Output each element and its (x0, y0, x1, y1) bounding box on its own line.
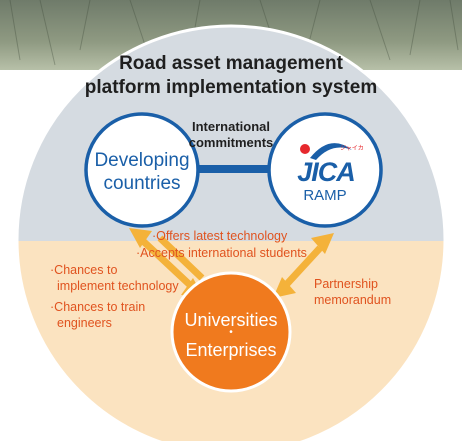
node-universities-label-line1: Universities (184, 310, 278, 330)
edge-chances-train-line1: ·Chances to train (50, 300, 146, 314)
node-universities-bullet: • (229, 327, 233, 338)
node-universities-label-line2: Enterprises (185, 340, 277, 360)
node-jica-ramp (267, 112, 383, 228)
edge-partnership-line1: Partnership (314, 277, 378, 291)
node-developing-countries (84, 112, 200, 228)
jica-logo-small-text: ジャイカ (340, 146, 364, 152)
diagram-title-line1: Road asset management (119, 53, 343, 74)
node-developing-label-line2: countries (103, 173, 181, 194)
node-universities-enterprises (170, 271, 292, 393)
edge-chances-implement-line2: implement technology (57, 279, 179, 293)
edge-chances-implement-line1: ·Chances to (50, 263, 118, 277)
edge-chances-train-line2: engineers (57, 316, 112, 330)
right-orange-double-arrow (273, 233, 334, 298)
edge-international-line2: commitments (188, 135, 274, 150)
edge-international-line1: International (191, 119, 270, 134)
jica-logo-icon (300, 143, 352, 160)
node-developing-label-line1: Developing (94, 150, 190, 171)
edge-offers-technology: ·Offers latest technology (152, 229, 288, 243)
edge-accepts-students: ·Accepts international students (136, 246, 307, 260)
node-jica-label: RAMP (303, 187, 347, 204)
diagram-title-line2: platform implementation system (84, 77, 378, 98)
jica-logo-text: JICA (297, 157, 356, 187)
edge-partnership-line2: memorandum (314, 293, 392, 307)
